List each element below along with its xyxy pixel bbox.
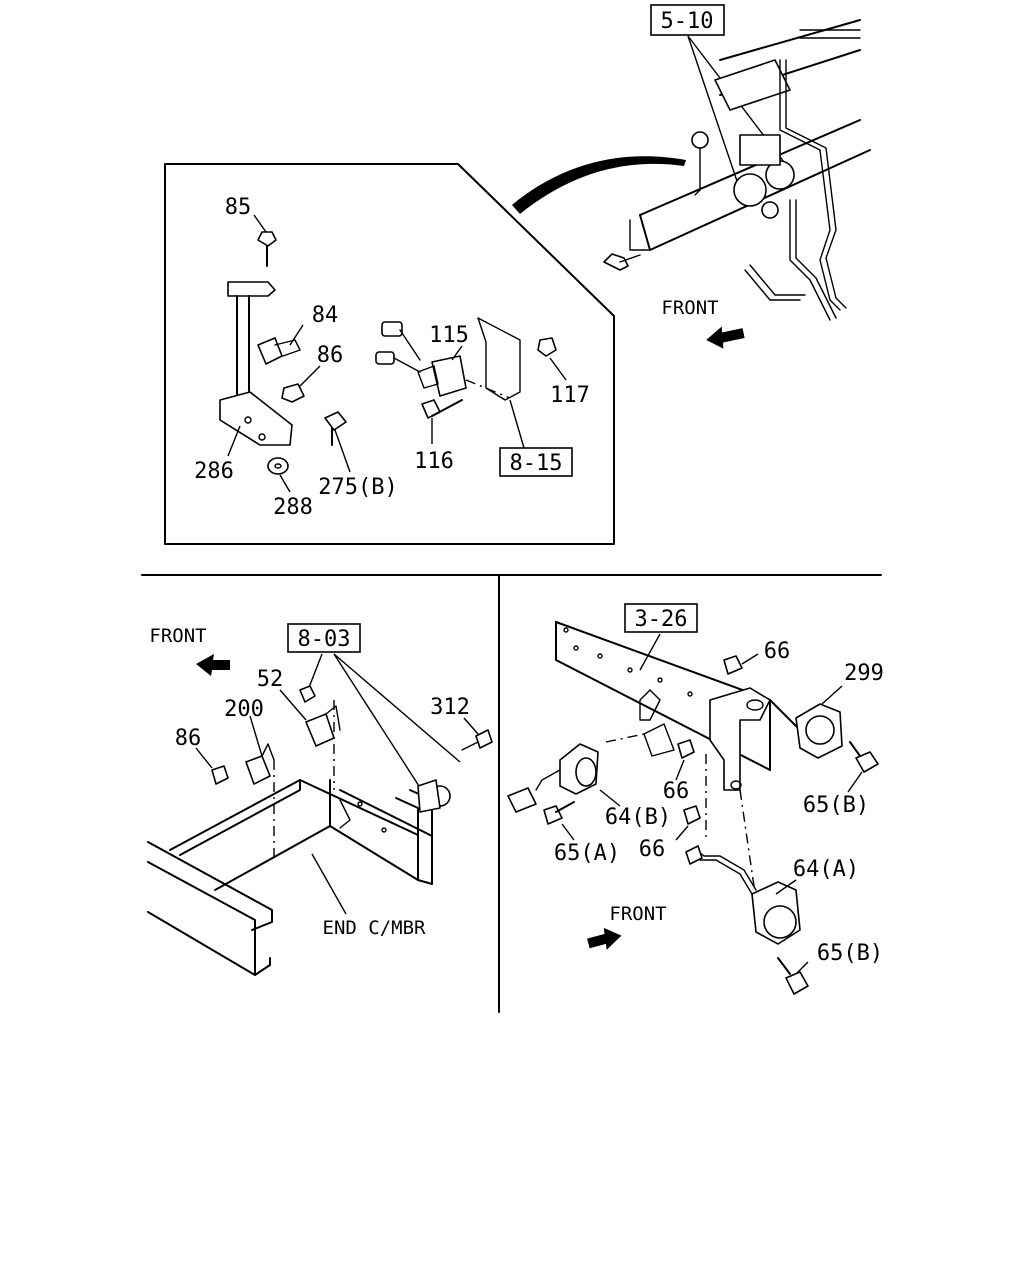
label-286: 286 xyxy=(194,459,234,484)
valve-body-shape xyxy=(733,173,767,207)
label-288: 288 xyxy=(273,495,313,520)
bolt-275b-shape xyxy=(324,411,347,431)
label-84: 84 xyxy=(312,303,339,328)
ref-box-3-26-frame xyxy=(624,603,698,633)
label-86-inset: 86 xyxy=(317,343,344,368)
bolt-116-shape xyxy=(421,399,441,419)
label-86-left: 86 xyxy=(175,726,202,751)
label-65b-bottom: 65(B) xyxy=(817,941,883,966)
label-85: 85 xyxy=(225,195,252,220)
label-64a: 64(A) xyxy=(793,857,859,882)
washer-288-shape xyxy=(267,457,289,475)
label-65b-top: 65(B) xyxy=(803,793,869,818)
front-arrow-icon xyxy=(196,654,230,676)
label-65a: 65(A) xyxy=(554,841,620,866)
front-label-right: FRONT xyxy=(609,903,666,925)
lower-bracket-plate xyxy=(219,391,293,446)
front-arrow-icon xyxy=(587,927,622,950)
bracket-line xyxy=(629,219,651,251)
label-115: 115 xyxy=(429,323,469,348)
sensor-84-shape xyxy=(257,337,283,365)
ref-box-5-10-frame xyxy=(650,4,725,36)
frame-rail-line xyxy=(639,119,861,216)
label-66-low: 66 xyxy=(639,837,666,862)
ref-box-8-15-frame xyxy=(499,447,573,477)
nut-52-shape xyxy=(299,685,316,703)
sensor-200-shape xyxy=(245,755,271,785)
ref-box-8-03-frame xyxy=(287,623,361,653)
inset-detail-panel: 85 84 86 275(B) 286 288 115 xyxy=(164,163,615,545)
label-200: 200 xyxy=(224,697,264,722)
label-116: 116 xyxy=(414,449,454,474)
nut-66-top-shape xyxy=(723,655,743,675)
ref-box-3-26: 3-26 xyxy=(635,607,688,632)
label-66-top: 66 xyxy=(764,639,791,664)
battery-box-shape xyxy=(714,59,791,111)
chassis-overview-illustration: 5-10 FRONT xyxy=(512,4,871,349)
label-117: 117 xyxy=(550,383,590,408)
label-64b: 64(B) xyxy=(605,805,671,830)
nut-66-mid-shape xyxy=(677,739,695,759)
solenoid-115-shape xyxy=(431,355,467,397)
leader-line xyxy=(687,35,741,191)
ref-box-8-15: 8-15 xyxy=(510,451,563,476)
nut-86-shape xyxy=(281,383,305,403)
brake-switch-panel: 3-26 66 299 65(B) xyxy=(507,603,884,995)
label-66-mid: 66 xyxy=(663,779,690,804)
switch-bracket-shape xyxy=(709,687,771,791)
connector-shape xyxy=(381,321,403,337)
nut-86-shape xyxy=(211,765,229,785)
bolt-312-shape xyxy=(475,729,493,749)
ref-box-5-10: 5-10 xyxy=(661,9,714,34)
curved-callout-arrow xyxy=(512,156,686,214)
frame-rail-line xyxy=(639,214,651,251)
mount-plate-shape xyxy=(477,317,521,401)
inset-frame xyxy=(164,163,615,545)
front-label-left: FRONT xyxy=(149,625,206,647)
sensor-52-shape xyxy=(305,713,335,747)
label-52: 52 xyxy=(257,667,284,692)
label-275b: 275(B) xyxy=(318,475,397,500)
bolt-65a-shape xyxy=(543,805,563,825)
end-crossmember-panel: FRONT 8-03 END C/MBR 52 xyxy=(147,623,493,976)
upper-bracket-shape xyxy=(227,281,276,297)
bolt-85-shape xyxy=(257,231,277,247)
nut-66-low-shape xyxy=(683,805,701,825)
ref-box-8-03: 8-03 xyxy=(298,627,351,652)
label-299: 299 xyxy=(844,661,884,686)
end-crossmember-label: END C/MBR xyxy=(323,917,427,939)
front-label-top: FRONT xyxy=(661,297,718,319)
label-312: 312 xyxy=(430,695,470,720)
bolt-65b-top-shape xyxy=(855,751,879,773)
bolt-65b-bottom-shape xyxy=(785,971,809,995)
front-arrow-icon xyxy=(706,326,745,349)
nut-117-shape xyxy=(537,337,557,357)
